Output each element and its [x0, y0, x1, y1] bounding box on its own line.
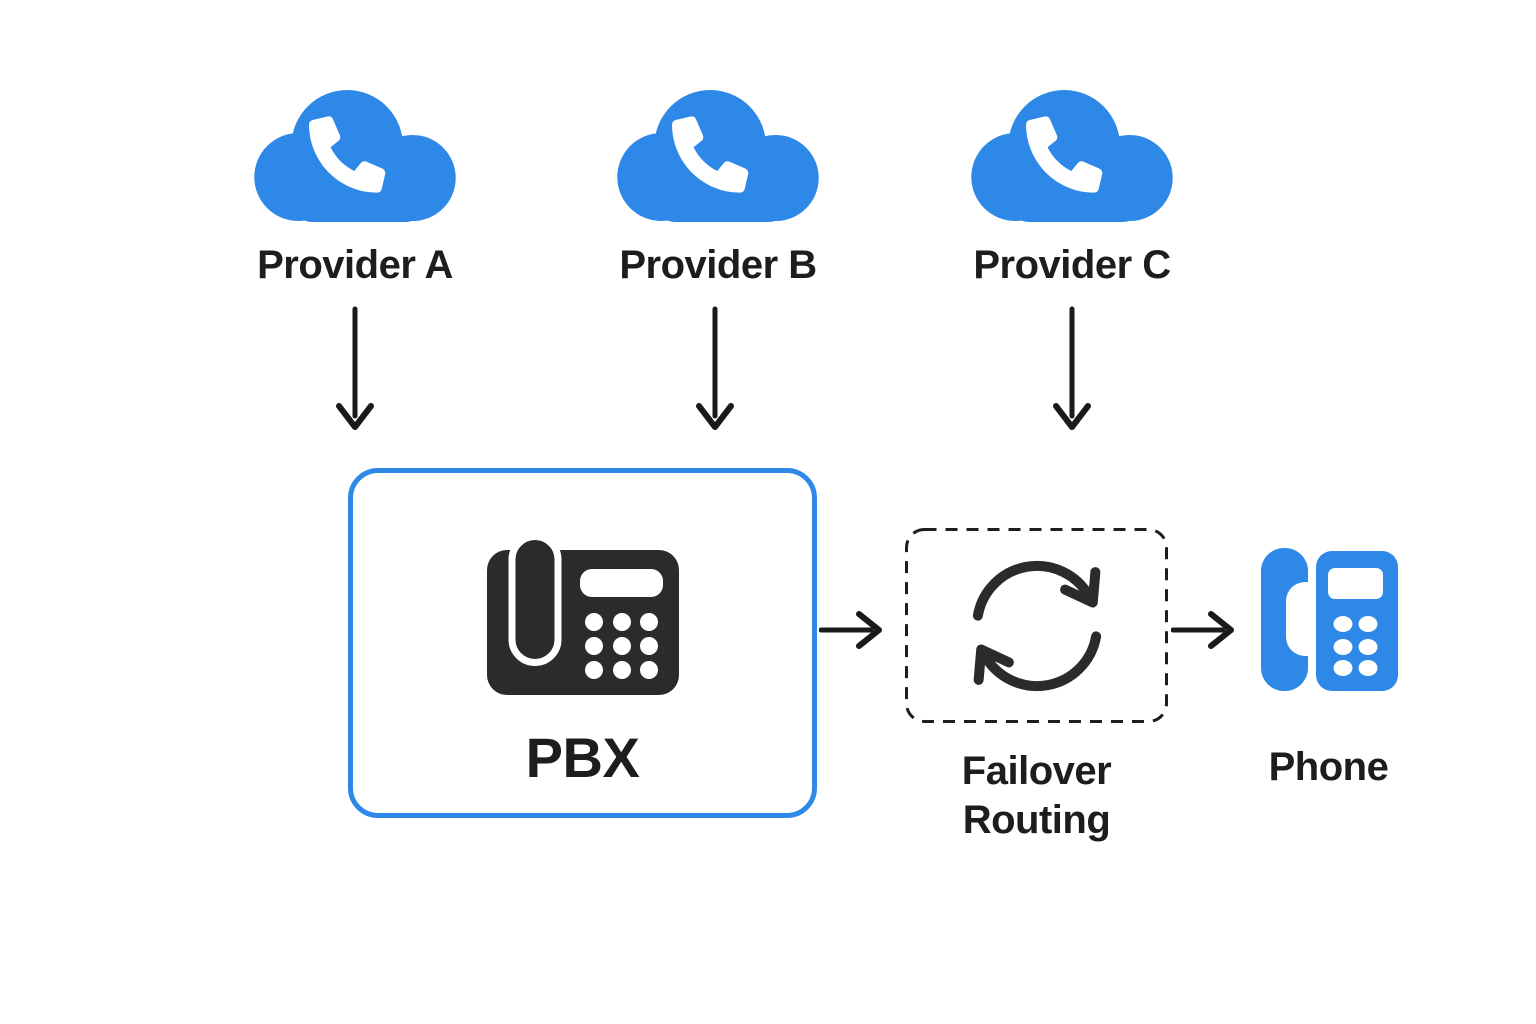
phone-icon: [1259, 546, 1399, 693]
phone-label: Phone: [1268, 745, 1389, 789]
provider-c-node: Provider C: [969, 90, 1175, 288]
phone-node: Phone: [1256, 546, 1401, 790]
provider-b-node: Provider B: [615, 90, 821, 288]
provider-a-node: Provider A: [252, 90, 458, 288]
arrow-down-icon: [693, 306, 737, 432]
provider-a-label: Provider A: [257, 243, 453, 287]
failover-routing-label: Failover Routing: [900, 747, 1173, 845]
dashed-border: [905, 528, 1168, 723]
pbx-box: PBX: [348, 468, 817, 818]
cloud-phone-icon: [969, 90, 1175, 222]
cloud-phone-icon: [615, 90, 821, 222]
failover-label-line2: Routing: [962, 798, 1111, 842]
pbx-label: PBX: [525, 726, 640, 789]
provider-c-label: Provider C: [973, 243, 1171, 287]
arrow-right-icon: [819, 608, 883, 652]
failover-label-line1: Failover: [961, 749, 1112, 793]
arrow-right-icon: [1171, 608, 1235, 652]
provider-b-label: Provider B: [619, 243, 817, 287]
desk-phone-icon: [487, 533, 679, 695]
sync-arrows-icon: [962, 551, 1112, 701]
failover-routing-box: [905, 528, 1168, 723]
cloud-phone-icon: [252, 90, 458, 222]
arrow-down-icon: [1050, 306, 1094, 432]
arrow-down-icon: [333, 306, 377, 432]
